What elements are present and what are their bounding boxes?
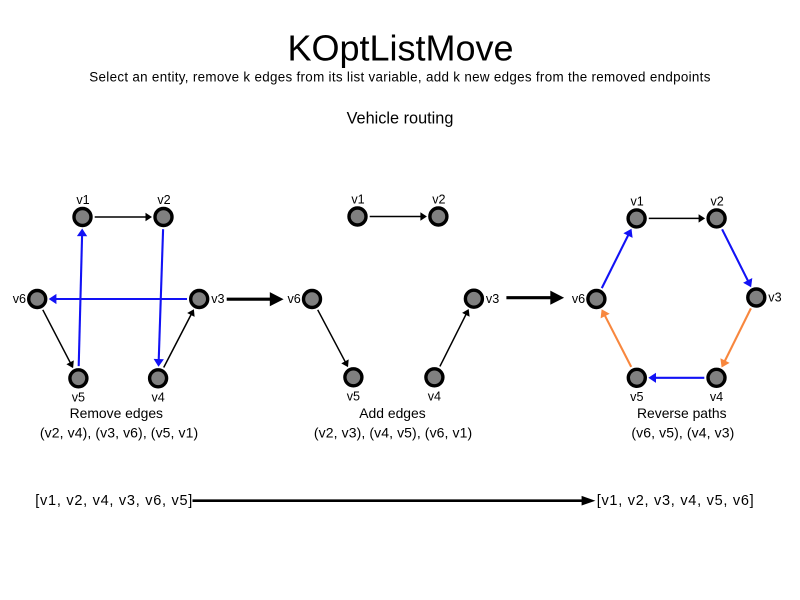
svg-text:v4: v4 [428,389,441,403]
svg-text:v3: v3 [211,292,224,306]
svg-text:KOptListMove: KOptListMove [287,28,513,69]
svg-text:v1: v1 [351,193,364,207]
svg-text:Select an entity, remove k edg: Select an entity, remove k edges from it… [89,70,710,85]
svg-text:v2: v2 [432,193,445,207]
svg-text:v1: v1 [630,195,643,209]
svg-text:Add edges: Add edges [359,405,425,421]
svg-text:Vehicle routing: Vehicle routing [347,109,454,127]
svg-text:v5: v5 [347,389,360,403]
svg-text:[v1, v2, v4, v3, v6, v5]: [v1, v2, v4, v3, v6, v5] [35,493,193,509]
svg-text:(v6, v5), (v4, v3): (v6, v5), (v4, v3) [631,424,734,440]
svg-text:v5: v5 [630,390,643,404]
svg-text:v6: v6 [572,292,585,306]
svg-text:v6: v6 [13,292,26,306]
svg-text:Remove edges: Remove edges [70,405,163,421]
svg-text:(v2, v3), (v4, v5), (v6, v1): (v2, v3), (v4, v5), (v6, v1) [314,424,472,440]
svg-text:v2: v2 [157,193,170,207]
svg-text:v5: v5 [72,390,85,404]
svg-text:v1: v1 [76,193,89,207]
svg-text:v6: v6 [287,292,300,306]
svg-text:[v1, v2, v3, v4, v5, v6]: [v1, v2, v3, v4, v5, v6] [597,493,755,509]
svg-text:v4: v4 [710,390,723,404]
svg-text:(v2, v4), (v3, v6), (v5, v1): (v2, v4), (v3, v6), (v5, v1) [40,424,198,440]
svg-text:v4: v4 [151,390,164,404]
svg-text:v3: v3 [486,292,499,306]
svg-text:v2: v2 [710,195,723,209]
svg-text:Reverse paths: Reverse paths [637,405,727,421]
svg-text:v3: v3 [768,291,781,305]
